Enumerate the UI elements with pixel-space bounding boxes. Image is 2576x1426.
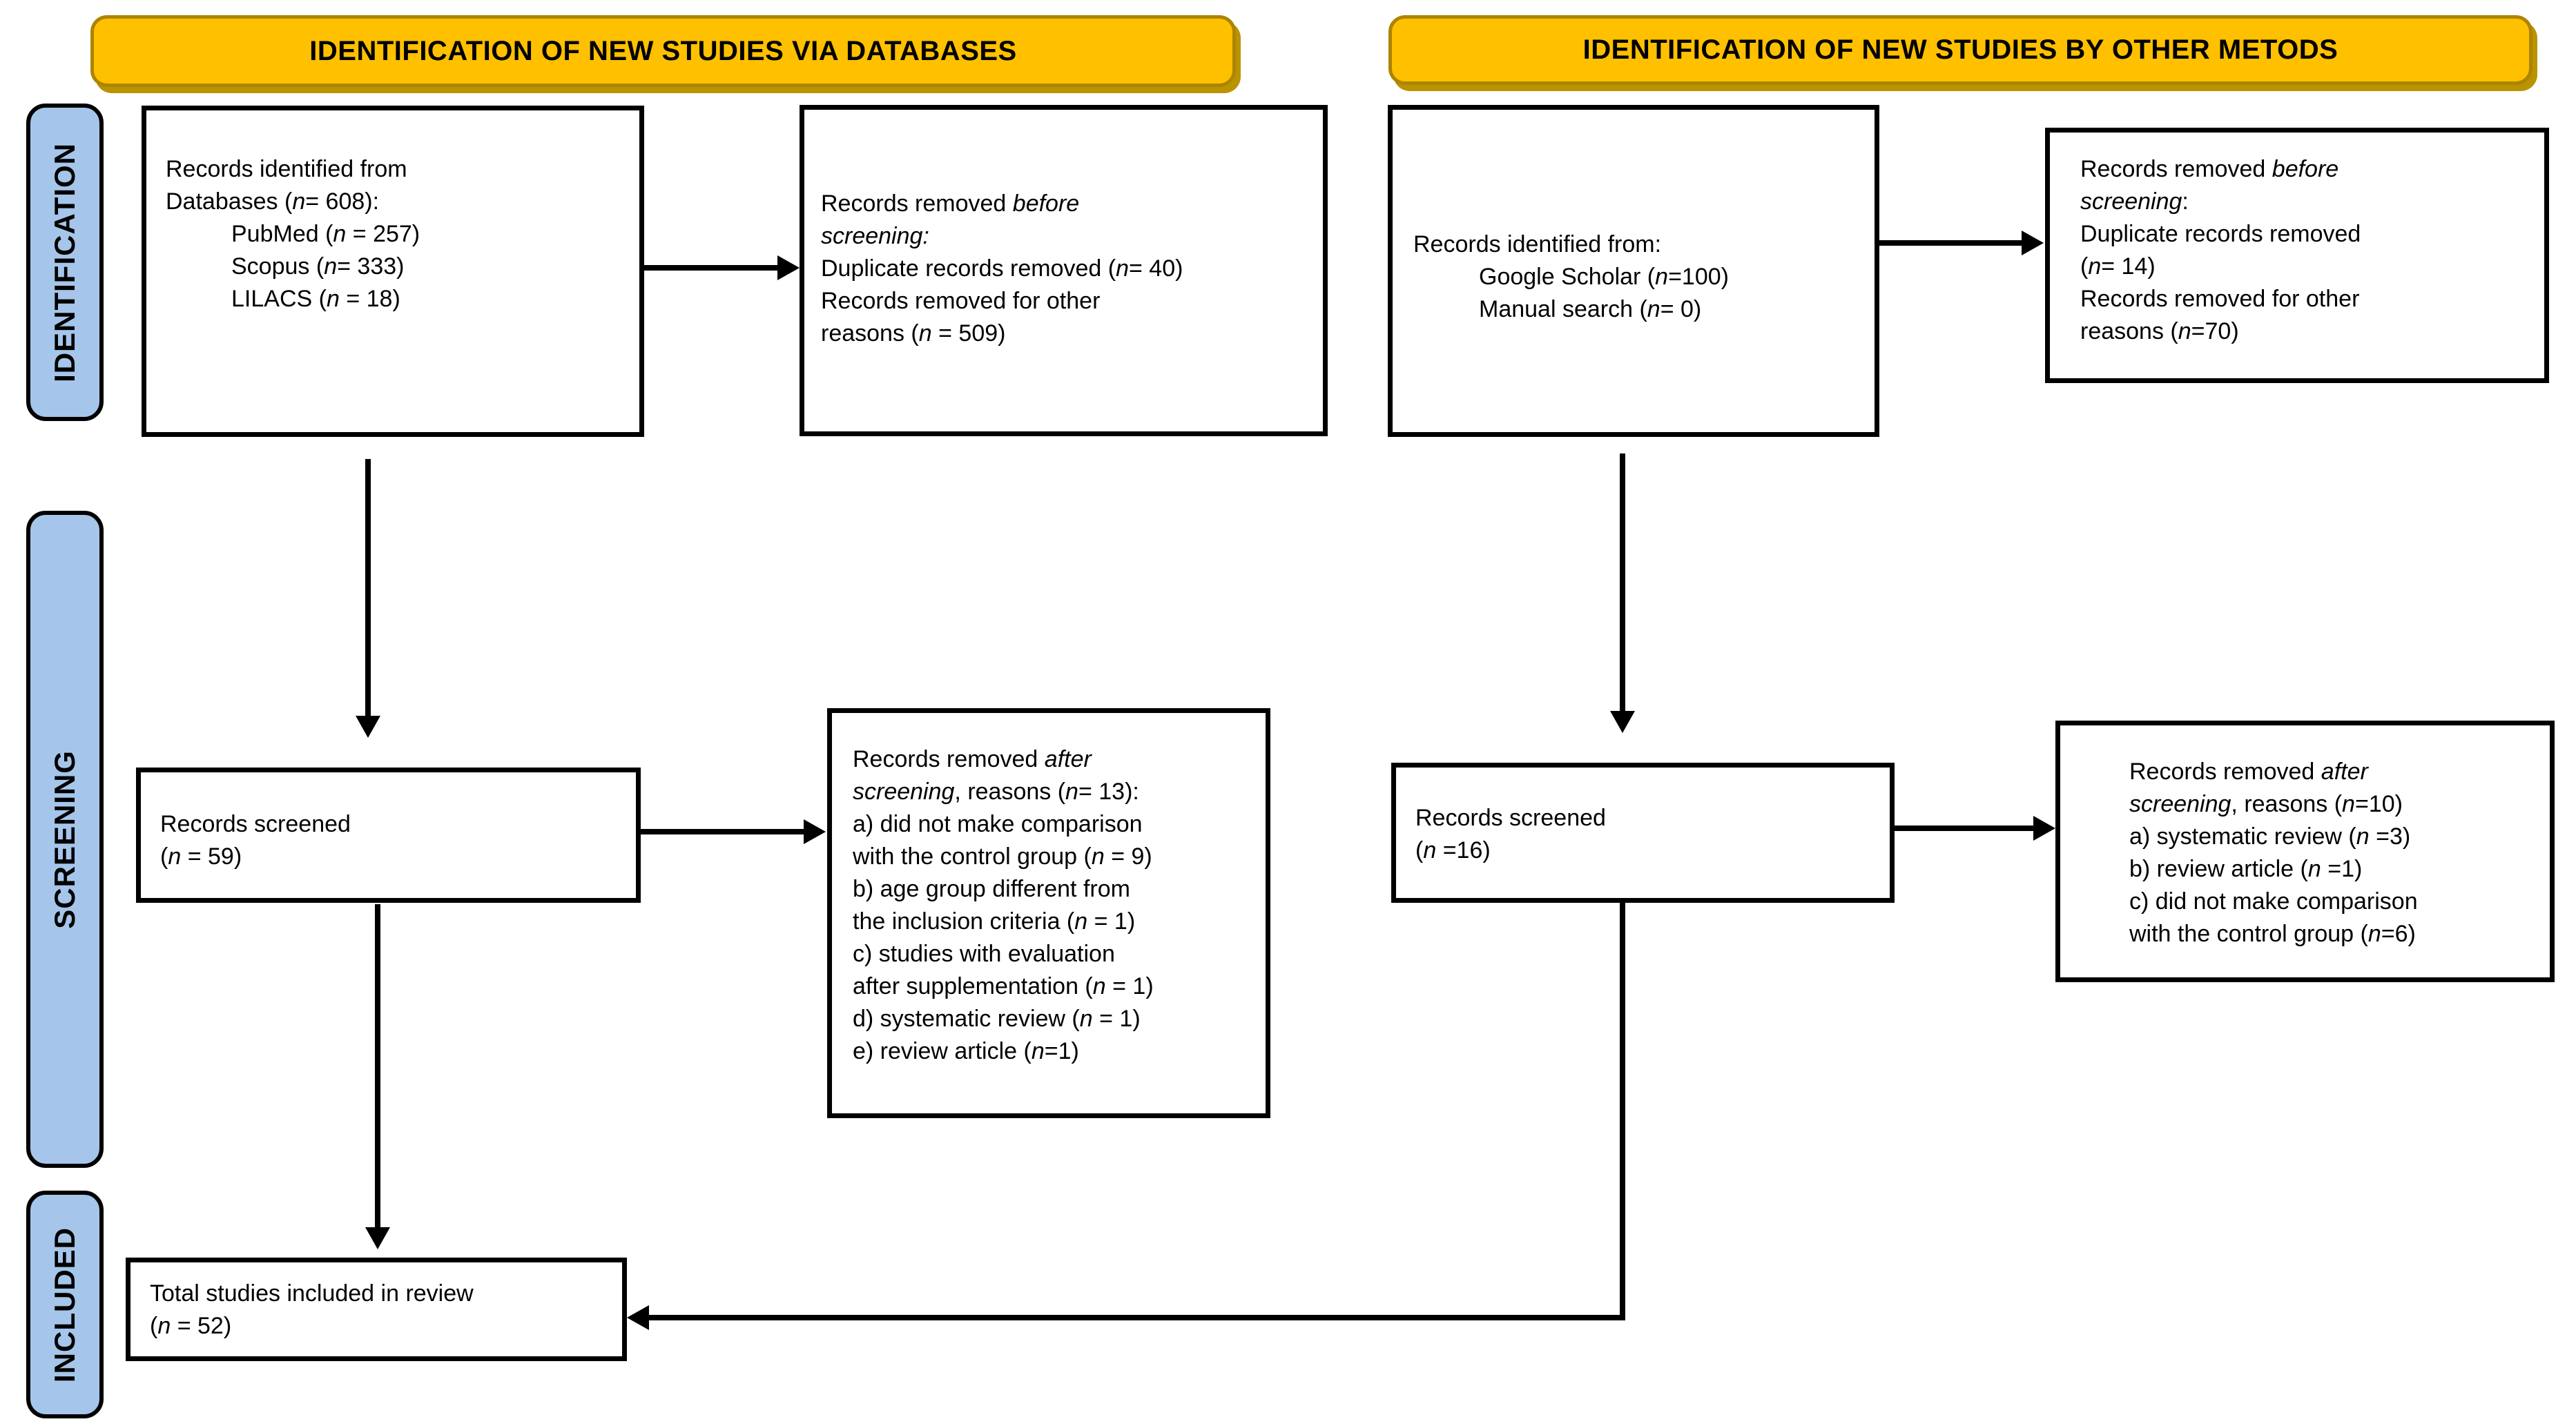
stage-screening: SCREENING — [26, 511, 104, 1168]
box-records-identified-other: Records identified from:Google Scholar (… — [1388, 105, 1879, 437]
box-records-screened-other: Records screened(n =16) — [1391, 763, 1895, 903]
stage-identification-label: IDENTIFICATION — [48, 142, 81, 382]
stage-included-label: INCLUDED — [48, 1227, 81, 1383]
stage-identification: IDENTIFICATION — [26, 104, 104, 421]
box-total-included: Total studies included in review(n = 52) — [126, 1258, 627, 1361]
stage-screening-label: SCREENING — [48, 750, 81, 929]
stage-included: INCLUDED — [26, 1191, 104, 1418]
banner-other-methods-label: IDENTIFICATION OF NEW STUDIES BY OTHER M… — [1582, 35, 2338, 65]
banner-databases-label: IDENTIFICATION OF NEW STUDIES VIA DATABA… — [309, 35, 1017, 66]
banner-other-methods: IDENTIFICATION OF NEW STUDIES BY OTHER M… — [1388, 15, 2533, 85]
box-records-screened-databases: Records screened(n = 59) — [136, 768, 641, 903]
banner-databases: IDENTIFICATION OF NEW STUDIES VIA DATABA… — [90, 15, 1236, 87]
